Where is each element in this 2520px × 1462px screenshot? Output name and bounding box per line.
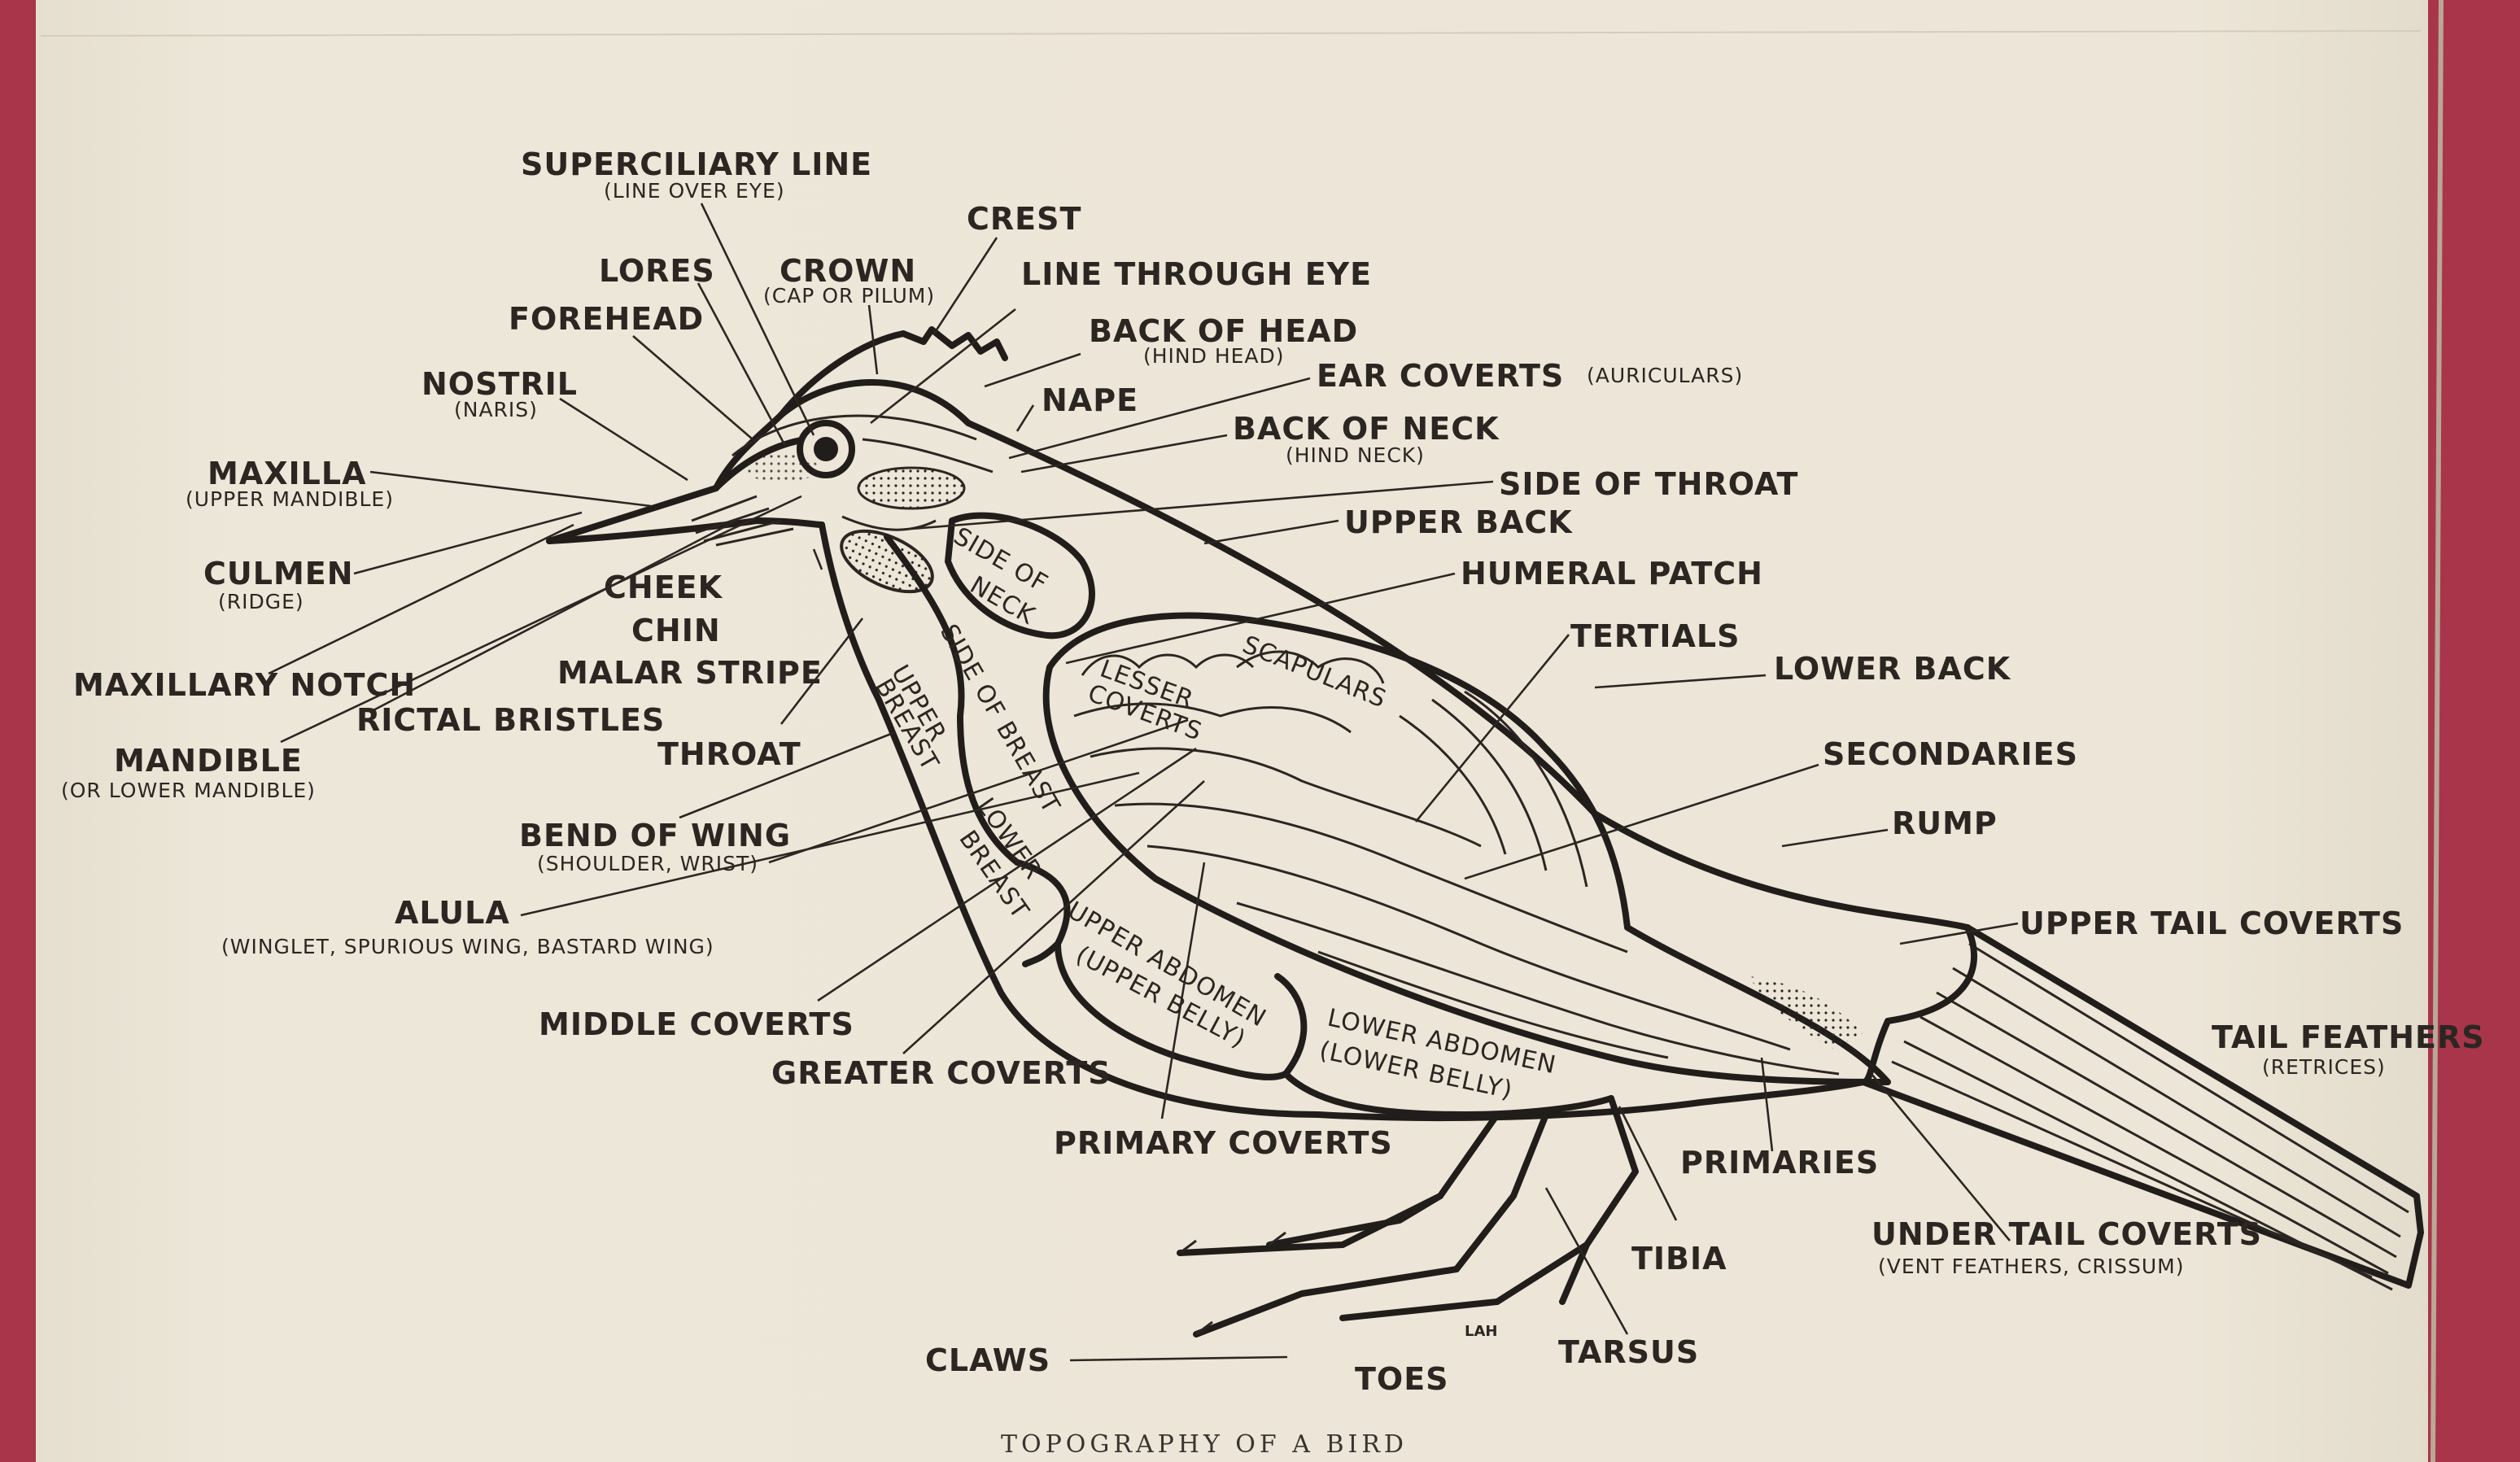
label-throat: THROAT <box>657 736 801 772</box>
label-side-of-throat: SIDE OF THROAT <box>1499 466 1798 502</box>
label-tail-feathers: TAIL FEATHERS <box>2212 1019 2485 1055</box>
label-back-of-neck: BACK OF NECK <box>1233 411 1500 447</box>
label-line-through-eye: LINE THROUGH EYE <box>1021 256 1372 292</box>
label-back-of-head: BACK OF HEAD <box>1089 313 1358 349</box>
label-tertials: TERTIALS <box>1570 618 1740 654</box>
label-alula-note: (WINGLET, SPURIOUS WING, BASTARD WING) <box>221 935 714 958</box>
label-cheek: CHEEK <box>604 570 723 605</box>
label-malar-stripe: MALAR STRIPE <box>557 655 823 691</box>
label-tail-feathers-note: (RETRICES) <box>2262 1055 2386 1079</box>
label-upper-tail-coverts: UPPER TAIL COVERTS <box>2020 906 2404 941</box>
label-nostril: NOSTRIL <box>421 366 578 402</box>
label-ear-coverts-note: (AURICULARS) <box>1587 364 1743 387</box>
label-crown: CROWN <box>780 253 916 289</box>
label-maxillary-notch: MAXILLARY NOTCH <box>73 667 416 703</box>
label-primary-coverts: PRIMARY COVERTS <box>1054 1125 1393 1161</box>
label-back-of-head-note: (HIND HEAD) <box>1143 344 1285 368</box>
label-under-tail-coverts-note: (VENT FEATHERS, CRISSUM) <box>1878 1255 2184 1278</box>
label-greater-coverts: GREATER COVERTS <box>771 1055 1112 1091</box>
leader-lines <box>268 203 2019 1362</box>
label-crown-note: (CAP OR PILUM) <box>763 284 935 308</box>
label-culmen: CULMEN <box>203 556 354 591</box>
label-crest: CREST <box>967 201 1081 237</box>
label-mandible-note: (OR LOWER MANDIBLE) <box>61 779 316 802</box>
label-primaries: PRIMARIES <box>1680 1145 1879 1181</box>
label-superciliary-line: SUPERCILIARY LINE <box>521 146 872 182</box>
label-maxilla-note: (UPPER MANDIBLE) <box>186 487 394 511</box>
label-culmen-note: (RIDGE) <box>218 590 304 613</box>
artist-signature: LAH <box>1465 1323 1497 1340</box>
label-rictal-bristles: RICTAL BRISTLES <box>356 702 665 738</box>
label-claws: CLAWS <box>925 1342 1050 1378</box>
label-ear-coverts: EAR COVERTS <box>1317 358 1564 394</box>
label-under-tail-coverts: UNDER TAIL COVERTS <box>1871 1216 2262 1252</box>
label-maxilla: MAXILLA <box>207 456 367 491</box>
labels: SUPERCILIARY LINE (LINE OVER EYE) CREST … <box>61 146 2485 1397</box>
label-middle-coverts: MIDDLE COVERTS <box>539 1006 854 1042</box>
label-back-of-neck-note: (HIND NECK) <box>1286 443 1425 467</box>
label-forehead: FOREHEAD <box>509 301 704 337</box>
label-alula: ALULA <box>395 895 510 931</box>
label-nape: NAPE <box>1042 382 1138 418</box>
bird-illustration: LAH <box>546 326 2424 1340</box>
label-superciliary-line-note: (LINE OVER EYE) <box>604 179 785 203</box>
label-rump: RUMP <box>1892 805 1998 841</box>
book-page <box>36 0 2428 1462</box>
label-bend-of-wing: BEND OF WING <box>519 818 791 853</box>
figure-caption: TOPOGRAPHY OF A BIRD <box>1001 1430 1408 1459</box>
label-upper-back: UPPER BACK <box>1344 504 1573 540</box>
label-chin: CHIN <box>631 613 721 648</box>
label-toes: TOES <box>1355 1361 1449 1397</box>
label-bend-of-wing-note: (SHOULDER, WRIST) <box>537 852 758 875</box>
label-secondaries: SECONDARIES <box>1823 736 2078 772</box>
label-lores: LORES <box>599 253 715 289</box>
label-tarsus: TARSUS <box>1558 1334 1699 1370</box>
label-tibia: TIBIA <box>1631 1241 1727 1277</box>
label-mandible: MANDIBLE <box>114 743 303 779</box>
label-lower-back: LOWER BACK <box>1774 651 2011 687</box>
label-humeral-patch: HUMERAL PATCH <box>1461 556 1763 591</box>
label-nostril-note: (NARIS) <box>454 398 538 421</box>
